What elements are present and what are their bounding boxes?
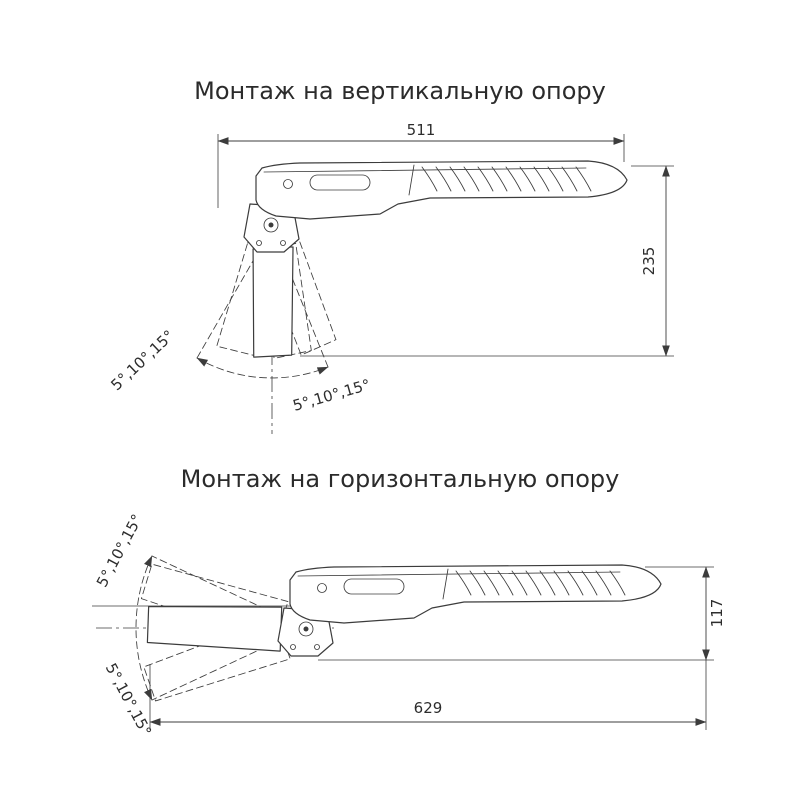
- vertical-mount-title: Монтаж на вертикальную опору: [194, 77, 606, 105]
- dim-629-label: 629: [414, 699, 443, 717]
- tilt-angles-left-label: 5°,10°,15°: [107, 327, 178, 395]
- dim-117-label: 117: [708, 599, 726, 628]
- tilt-angle-arc: [196, 357, 329, 379]
- bracket-bolt: [256, 240, 262, 246]
- vertical-mount-drawing: Монтаж на вертикальную опору 511 235 5°,…: [107, 77, 674, 434]
- pivot-hole: [298, 621, 314, 637]
- pivot-axis: [268, 222, 274, 228]
- bracket-bolt: [314, 644, 320, 650]
- horizontal-mount-drawing: Монтаж на горизонтальную опору 117 629 5…: [92, 465, 726, 739]
- pivot-hole: [263, 217, 279, 233]
- vertical-pole: [252, 246, 294, 358]
- dim-235-label: 235: [640, 247, 658, 276]
- horizontal-mount-title: Монтаж на горизонтальную опору: [181, 465, 620, 493]
- tilt-angle-arc: [135, 555, 153, 701]
- bracket-bolt: [290, 644, 296, 650]
- lamp-side-view-vertical: [255, 160, 628, 220]
- tilt-angles-up-label: 5°,10°,15°: [93, 511, 146, 590]
- lamp-side-view-horizontal: [289, 564, 662, 624]
- tilt-angles-down-label: 5°,10°,15°: [102, 660, 155, 739]
- tilt-angles-right-label: 5°,10°,15°: [291, 376, 373, 415]
- bracket-bolt: [280, 240, 286, 246]
- horizontal-pole: [146, 605, 283, 652]
- dim-511-label: 511: [407, 121, 436, 139]
- pivot-axis: [303, 626, 309, 632]
